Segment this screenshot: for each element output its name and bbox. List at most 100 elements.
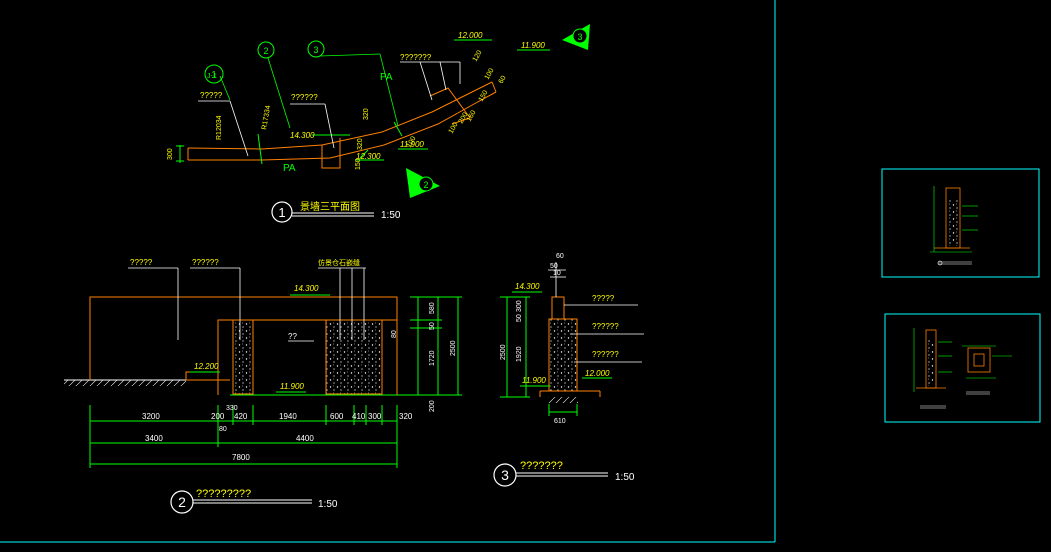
plan-zone-label-1: PA (380, 72, 393, 83)
plan-dim-12: 120 (472, 49, 484, 63)
section-leaders (548, 262, 644, 363)
svg-text:14.300: 14.300 (515, 282, 540, 291)
plan-elev-5: 11.900 (400, 140, 424, 149)
elevation-leaders (128, 267, 366, 342)
elev-dim-1: 3200 (142, 412, 160, 421)
section-title-block: 3 ??????? 1:50 (493, 460, 635, 487)
section-level-3: 11.900 (520, 376, 550, 387)
elev-callout-2: ?????? (192, 258, 219, 267)
section-callout-3: ?????? (592, 350, 619, 359)
plan-elev-2: 11.900 (521, 41, 545, 50)
section-dim-top-3: 10 (553, 270, 561, 277)
plan-dim-13: 100 (484, 67, 496, 81)
plan-dim-9: 200 (458, 111, 470, 125)
elev-level-1: 14.300 (290, 284, 330, 296)
view-marker-bottom: 2 (406, 168, 440, 198)
section-mark-3: 3 (307, 40, 325, 58)
elevation-ground (64, 379, 410, 396)
svg-text:景墙三平面图: 景墙三平面图 (300, 200, 360, 213)
svg-text:14.300: 14.300 (294, 284, 319, 293)
svg-text:2: 2 (423, 180, 428, 190)
svg-text:3: 3 (501, 467, 509, 483)
main-sheet-frame (0, 0, 776, 543)
svg-text:1: 1 (211, 70, 217, 81)
elev-dim-total: 7800 (232, 453, 250, 462)
elev-callout-3: 仿景仓石嵌缝 (318, 258, 360, 267)
plan-leaders (198, 61, 461, 157)
svg-text:11.900: 11.900 (280, 382, 304, 391)
section-dim-base: 610 (554, 418, 566, 425)
section-dim-left-2: 300 (516, 300, 523, 312)
elev-dim-row2-2: 4400 (296, 434, 314, 443)
plan-dim-8: 100 (448, 121, 460, 135)
svg-text:2: 2 (263, 46, 268, 56)
thumbnail-detail-sheet-1[interactable] (881, 168, 1040, 278)
elevation-title-block: 2 ????????? 1:50 (170, 488, 338, 514)
plan-symbol-label: J-1 (207, 73, 217, 80)
elev-inner-label: ?? (288, 332, 297, 341)
elev-dim-side: 80 (391, 330, 398, 338)
elev-dim-right-2: 50 (429, 322, 436, 330)
elev-dim-5: 600 (330, 412, 344, 421)
elev-dimension-lines (89, 296, 462, 468)
plan-zone-label-2: PA (283, 163, 296, 174)
elev-callout-1: ????? (130, 258, 153, 267)
elev-level-2: 12.200 (190, 362, 220, 373)
svg-text:11.900: 11.900 (522, 376, 546, 385)
svg-text:1:50: 1:50 (318, 499, 338, 510)
section-mark-2: 2 (257, 41, 275, 59)
plan-green-lines (176, 39, 550, 165)
elevation-view: ????? ?????? 仿景仓石嵌缝 ?? 14.300 12.200 11.… (64, 258, 462, 514)
svg-text:12.200: 12.200 (194, 362, 219, 371)
plan-view: 1 2 3 J-1 3 2 ????? ?????? ??????? 12.00… (167, 24, 590, 223)
section-view: ????? ?????? ?????? 60 50 10 14.300 12.0… (493, 253, 644, 487)
plan-callout-1: ????? (200, 91, 223, 100)
svg-text:1: 1 (278, 205, 285, 220)
section-level-1: 14.300 (512, 282, 542, 293)
svg-text:3: 3 (577, 32, 582, 42)
plan-dim-11: 150 (478, 89, 490, 103)
plan-dim-10: 160 (466, 109, 478, 123)
plan-elev-1: 12.000 (458, 31, 483, 40)
elev-dim-small-1: 330 (226, 405, 238, 412)
section-level-2: 12.000 (582, 369, 612, 379)
plan-dim-2: R12034 (216, 115, 223, 140)
svg-text:???????: ??????? (520, 460, 563, 472)
plan-dim-5: 320 (357, 138, 364, 150)
elev-dim-3: 420 (234, 412, 248, 421)
section-mark-1: 1 (204, 64, 224, 84)
section-dim-left-4: 1920 (516, 346, 523, 362)
elev-dim-small-2: 80 (219, 426, 227, 433)
plan-dim-7: 100 (406, 135, 418, 149)
svg-text:1:50: 1:50 (615, 472, 635, 483)
section-dim-top-2: 50 (550, 263, 558, 270)
plan-dim-4: 320 (363, 108, 370, 120)
svg-text:3: 3 (313, 45, 318, 55)
plan-elev-4: 12.300 (356, 152, 381, 161)
thumbnail-detail-sheet-2[interactable] (884, 313, 1041, 423)
svg-text:1:50: 1:50 (381, 210, 401, 221)
section-dimension-lines (500, 296, 578, 416)
elev-dim-2: 200 (211, 412, 225, 421)
section-dim-left-1: 2500 (500, 344, 507, 360)
elev-dim-row2-1: 3400 (145, 434, 163, 443)
plan-callout-3: ??????? (400, 53, 432, 62)
svg-text:12.000: 12.000 (585, 369, 610, 378)
plan-section-leaders (219, 53, 399, 129)
plan-dim-14: 60 (498, 75, 508, 85)
section-wall (539, 296, 601, 403)
plan-dim-6: 150 (355, 158, 362, 170)
plan-dim-3: R17334 (261, 105, 272, 130)
elev-dim-6: 410 (352, 412, 366, 421)
elev-dim-7: 300 (368, 412, 382, 421)
elev-dim-right-5: 2500 (450, 340, 457, 356)
view-marker-top-right: 3 (562, 24, 590, 50)
section-dim-left-3: 50 (516, 314, 523, 322)
plan-wall-outline (187, 81, 497, 169)
plan-callout-2: ?????? (291, 93, 318, 102)
elevation-stone-panels (232, 319, 383, 395)
elev-level-3: 11.900 (276, 382, 306, 393)
elev-dim-right-4: 200 (429, 400, 436, 412)
svg-text:2: 2 (178, 494, 186, 510)
